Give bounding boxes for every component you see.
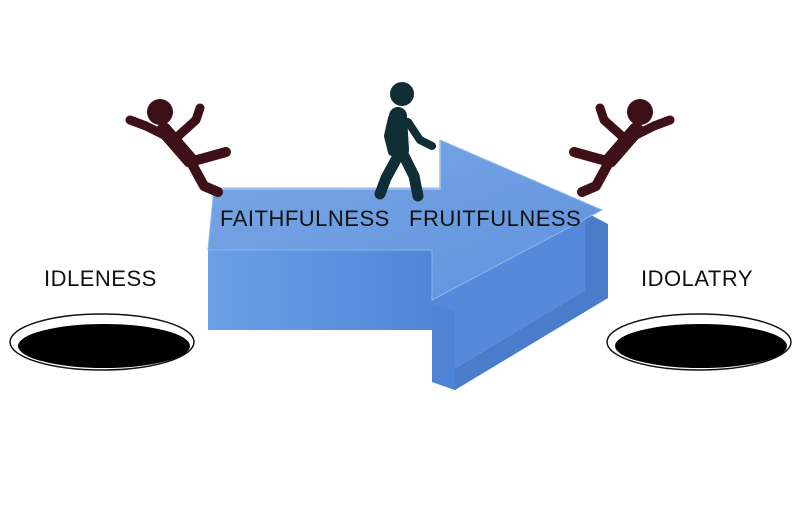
left-pit-hole-icon [9,313,195,371]
walking-person-icon [374,82,436,202]
falling-person-icon-right [569,99,675,197]
idolatry-label: IDOLATRY [641,266,753,291]
arrow-shape [207,139,608,390]
fruitfulness-label: FRUITFULNESS [409,206,582,231]
faithfulness-label: FAITHFULNESS [220,206,390,231]
right-pit-hole-icon [606,313,792,371]
falling-person-icon-left [125,99,231,197]
idleness-label: IDLENESS [44,266,157,291]
